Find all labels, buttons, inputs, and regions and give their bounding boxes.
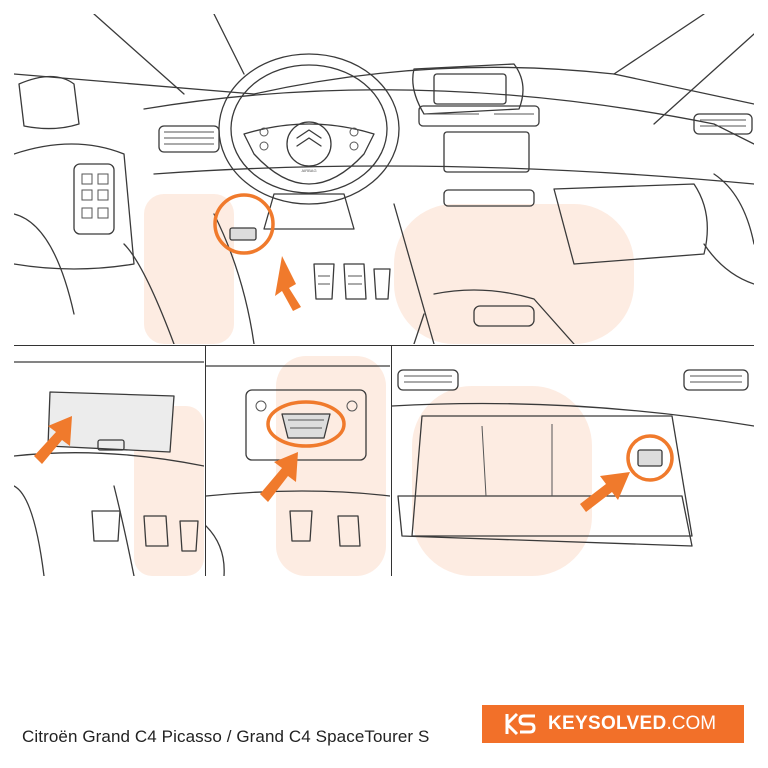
panel-divider: [391, 346, 392, 576]
under-dash-cover-illustration: [14, 361, 204, 576]
glovebox-port-illustration: [392, 369, 754, 576]
ks-logo-icon: [505, 712, 536, 736]
dashboard-interior-illustration: AIRBAG: [14, 14, 754, 344]
vehicle-caption: Citroën Grand C4 Picasso / Grand C4 Spac…: [22, 727, 430, 746]
airbag-label: AIRBAG: [301, 168, 316, 173]
obd-port-panel: [206, 346, 390, 576]
obd-location-highlight: [213, 193, 275, 255]
pointer-arrow-icon: [275, 256, 301, 311]
dashboard-overview-panel: AIRBAG: [14, 14, 754, 344]
pointer-arrow-icon: [260, 452, 298, 502]
brand-tld: .COM: [666, 713, 717, 734]
under-dash-cover-panel: [14, 346, 204, 576]
obd-port-highlight: [266, 400, 346, 448]
obd-port-illustration: [206, 356, 390, 576]
glovebox-panel: [392, 346, 754, 576]
brand-badge[interactable]: KEYSOLVED .COM: [482, 705, 744, 743]
pointer-arrow-icon: [580, 472, 630, 512]
panel-divider: [205, 346, 206, 576]
pointer-arrow-icon: [34, 416, 72, 464]
glovebox-port-highlight: [626, 434, 674, 482]
brand-name: KEYSOLVED: [548, 713, 667, 734]
panel-divider: [14, 345, 754, 346]
